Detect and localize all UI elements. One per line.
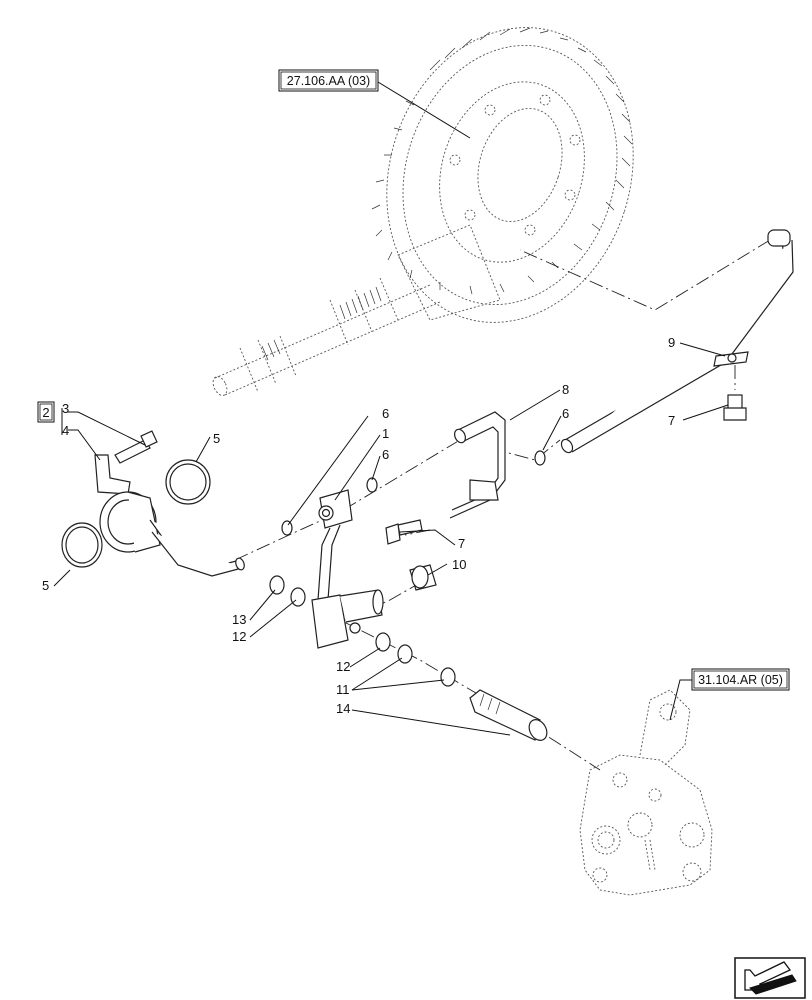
bracket-part-4 <box>94 454 131 495</box>
plug-part-10 <box>409 564 437 591</box>
seal-ring-part-5-lower-inner <box>65 526 99 564</box>
o-ring-part-12-b <box>375 632 391 652</box>
callout-13: 13 <box>232 612 246 627</box>
callout-12-b: 12 <box>336 659 350 674</box>
oil-pipe-part-8 <box>449 411 506 519</box>
bearing-housing-pipe <box>99 491 245 577</box>
assembly-axes <box>234 239 771 771</box>
union-tube-part-1 <box>311 489 384 649</box>
callout-14: 14 <box>336 701 350 716</box>
o-ring-part-6-a <box>281 520 293 536</box>
callout-5-lower: 5 <box>42 578 49 593</box>
spool-part-14 <box>469 689 548 741</box>
callout-3: 3 <box>62 401 69 416</box>
callout-7-lower: 7 <box>458 536 465 551</box>
o-ring-part-6-c <box>534 450 546 466</box>
callout-9: 9 <box>668 335 675 350</box>
callout-6-c: 6 <box>562 406 569 421</box>
kit-box: 2 <box>37 401 55 423</box>
ref-box-valve[interactable]: 31.104.AR (05) <box>691 668 790 691</box>
ref-box-gear[interactable]: 27.106.AA (03) <box>278 69 379 92</box>
o-ring-part-12-a <box>290 587 306 607</box>
ref-label-valve: 31.104.AR (05) <box>698 673 783 687</box>
next-page-arrow-icon[interactable] <box>734 957 806 999</box>
callout-10: 10 <box>452 557 466 572</box>
o-ring-part-11-b <box>440 667 456 687</box>
oil-pipe-part-9 <box>560 229 794 454</box>
callout-11: 11 <box>336 682 350 697</box>
callout-12-a: 12 <box>232 629 246 644</box>
control-valve-block <box>579 689 713 896</box>
callout-8: 8 <box>562 382 569 397</box>
o-ring-part-11-a <box>397 644 413 664</box>
kit-number: 2 <box>42 405 49 420</box>
callout-5-upper: 5 <box>213 431 220 446</box>
callout-1: 1 <box>382 426 389 441</box>
callout-7-upper: 7 <box>668 413 675 428</box>
ref-label-gear: 27.106.AA (03) <box>287 74 370 88</box>
bolt-part-7-lower <box>385 519 423 545</box>
callout-6-b: 6 <box>382 447 389 462</box>
o-ring-part-6-b <box>366 477 378 493</box>
callout-6-a: 6 <box>382 406 389 421</box>
bolt-part-7-upper <box>723 394 747 421</box>
screw-part-3 <box>114 430 158 464</box>
leader-lines <box>53 81 729 736</box>
seal-ring-part-5-upper-inner <box>169 463 207 501</box>
o-ring-part-13 <box>269 575 285 595</box>
ring-gear-assembly <box>212 27 634 396</box>
callout-4: 4 <box>62 423 69 438</box>
